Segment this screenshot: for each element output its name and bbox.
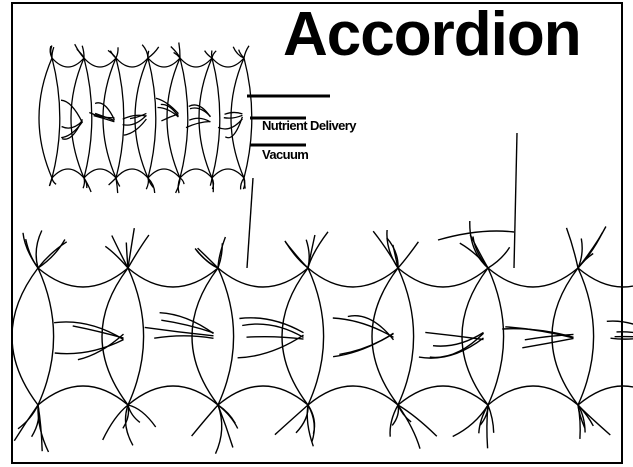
fiber bbox=[212, 51, 216, 58]
fiber bbox=[148, 47, 159, 58]
inner-root bbox=[154, 336, 213, 338]
inner-root bbox=[54, 322, 123, 340]
fiber bbox=[105, 246, 128, 268]
segment-wall bbox=[167, 58, 188, 178]
fiber bbox=[109, 178, 116, 185]
inner-root bbox=[242, 324, 303, 337]
inner-root bbox=[425, 332, 483, 339]
fiber bbox=[192, 405, 218, 436]
fiber bbox=[470, 221, 488, 268]
segment-wall bbox=[39, 58, 60, 178]
large-accordion bbox=[12, 133, 633, 454]
fiber bbox=[212, 178, 213, 192]
fiber bbox=[103, 405, 128, 440]
fiber bbox=[398, 405, 437, 436]
small-accordion bbox=[39, 43, 252, 194]
fiber bbox=[112, 236, 128, 269]
long-fiber bbox=[247, 178, 253, 268]
segment-wall bbox=[462, 268, 504, 405]
fiber bbox=[198, 248, 218, 268]
fiber bbox=[487, 405, 488, 448]
fiber bbox=[52, 178, 56, 184]
fiber bbox=[108, 50, 116, 58]
segment-wall bbox=[12, 268, 54, 405]
outline-top bbox=[38, 268, 633, 287]
fiber bbox=[116, 47, 118, 58]
fiber bbox=[488, 405, 494, 433]
segment-wall bbox=[135, 58, 156, 178]
outline-bottom bbox=[38, 386, 633, 405]
inner-root bbox=[339, 334, 393, 355]
segment-wall bbox=[102, 268, 144, 405]
inner-root bbox=[333, 333, 393, 357]
fiber bbox=[84, 178, 91, 192]
inner-root bbox=[186, 122, 210, 128]
legend-vacuum-label: Vacuum bbox=[262, 147, 308, 162]
fiber bbox=[36, 231, 42, 269]
inner-root bbox=[225, 117, 242, 138]
inner-root bbox=[348, 316, 394, 340]
fiber bbox=[180, 178, 184, 184]
fiber bbox=[128, 405, 156, 427]
fiber bbox=[390, 405, 398, 437]
fiber bbox=[148, 51, 149, 58]
inner-root bbox=[225, 112, 243, 114]
inner-root bbox=[611, 333, 633, 340]
inner-root bbox=[145, 327, 214, 335]
fiber bbox=[52, 47, 54, 58]
inner-root bbox=[333, 318, 394, 337]
inner-root bbox=[224, 115, 243, 118]
fiber bbox=[275, 405, 308, 435]
long-fiber bbox=[514, 133, 517, 268]
fiber bbox=[308, 405, 314, 442]
fiber bbox=[296, 405, 308, 433]
inner-root bbox=[78, 334, 124, 360]
fiber bbox=[142, 45, 148, 58]
fiber bbox=[38, 242, 67, 268]
legend-nutrient-delivery-label: Nutrient Delivery bbox=[262, 118, 356, 133]
fiber bbox=[398, 242, 418, 268]
fiber bbox=[567, 228, 579, 268]
fiber bbox=[244, 46, 249, 58]
fiber bbox=[146, 178, 148, 189]
fiber bbox=[488, 247, 510, 268]
inner-root bbox=[522, 338, 573, 347]
long-fiber bbox=[438, 231, 514, 240]
segment-wall bbox=[71, 58, 92, 178]
inner-root bbox=[247, 337, 304, 339]
fiber bbox=[286, 242, 309, 268]
inner-root bbox=[525, 334, 574, 339]
